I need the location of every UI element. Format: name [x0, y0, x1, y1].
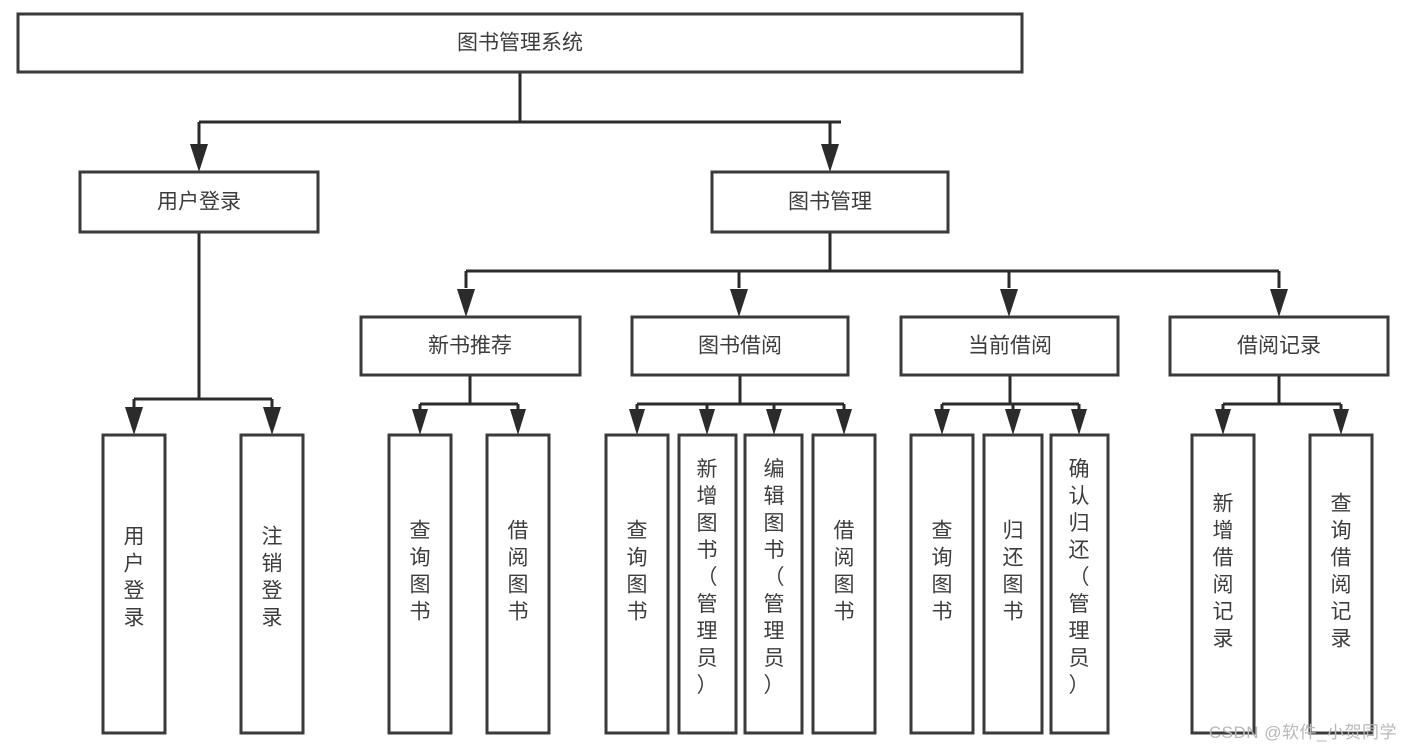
node-leaf-current-return-book-box[interactable] — [982, 433, 1044, 735]
arrow-head-user-login — [190, 144, 208, 172]
node-leaf-borrow-query-book-box[interactable] — [604, 433, 670, 735]
arrow-head-current-query-book — [934, 409, 950, 435]
node-leaf-current-confirm-return-box[interactable] — [1049, 433, 1110, 735]
node-leaf-current-confirm-return-label: 确认归还（管理员） — [1069, 458, 1090, 697]
node-book-borrow-box[interactable] — [630, 315, 850, 377]
node-leaf-borrow-borrow-book-label: 借阅图书 — [834, 520, 855, 624]
node-leaf-record-query[interactable]: 查询借阅记录 — [1308, 433, 1374, 735]
node-new-book-recommend-label: 新书推荐 — [428, 335, 512, 358]
node-leaf-record-query-label: 查询借阅记录 — [1331, 493, 1352, 651]
node-leaf-recommend-borrow-book-label: 借阅图书 — [508, 520, 529, 624]
node-leaf-user-login-box[interactable] — [101, 433, 167, 735]
node-leaf-borrow-edit-book-box[interactable] — [743, 433, 804, 735]
node-leaf-borrow-query-book-label: 查询图书 — [627, 520, 648, 624]
node-leaf-borrow-add-book-label: 新增图书（管理员） — [697, 458, 718, 697]
node-leaf-borrow-query-book[interactable]: 查询图书 — [604, 433, 670, 735]
node-leaf-recommend-query-book-label: 查询图书 — [410, 520, 431, 624]
node-book-management-label: 图书管理 — [788, 191, 872, 214]
node-leaf-current-query-book-label: 查询图书 — [932, 520, 953, 624]
node-leaf-borrow-borrow-book[interactable]: 借阅图书 — [811, 433, 877, 735]
arrow-head-borrow-edit-book — [766, 409, 782, 435]
node-leaf-record-add-label: 新增借阅记录 — [1213, 493, 1234, 651]
arrow-head-borrow-query-book — [629, 409, 645, 435]
csdn-watermark: CSDN @软件_小贺同学 — [1208, 723, 1397, 742]
node-leaf-record-add-box[interactable] — [1190, 433, 1256, 735]
node-current-borrow-label: 当前借阅 — [968, 335, 1052, 358]
node-current-borrow[interactable]: 当前借阅 — [899, 315, 1120, 377]
leaf-node-layer: 用户登录 注销登录 查询图书 借阅图书 查询图书 新增图书（管理员） — [101, 433, 1374, 735]
arrow-head-leaf-user-login — [125, 407, 143, 435]
node-book-management[interactable]: 图书管理 — [710, 170, 950, 234]
node-leaf-current-return-book-label: 归还图书 — [1003, 520, 1024, 624]
node-book-management-box[interactable] — [710, 170, 950, 234]
node-leaf-user-login-label: 用户登录 — [124, 526, 145, 630]
arrow-head-current-return-book — [1005, 409, 1021, 435]
node-borrow-record-label: 借阅记录 — [1237, 335, 1321, 358]
node-root-label: 图书管理系统 — [457, 32, 583, 55]
arrow-head-leaf-user-logout — [263, 407, 281, 435]
node-user-login-label: 用户登录 — [157, 191, 241, 214]
node-book-borrow-label: 图书借阅 — [698, 335, 782, 358]
node-leaf-user-logout[interactable]: 注销登录 — [239, 433, 305, 735]
node-leaf-current-confirm-return[interactable]: 确认归还（管理员） — [1049, 433, 1110, 735]
node-leaf-borrow-add-book[interactable]: 新增图书（管理员） — [677, 433, 738, 735]
node-leaf-current-query-book[interactable]: 查询图书 — [909, 433, 975, 735]
arrow-head-recommend-borrow-book — [510, 409, 526, 435]
arrow-head-borrow-record — [1270, 289, 1288, 317]
arrow-head-recommend-query-book — [412, 409, 428, 435]
node-leaf-user-login[interactable]: 用户登录 — [101, 433, 167, 735]
arrow-head-book-management — [821, 144, 839, 172]
node-leaf-borrow-borrow-book-box[interactable] — [811, 433, 877, 735]
node-leaf-borrow-add-book-box[interactable] — [677, 433, 738, 735]
arrow-head-borrow-borrow-book — [836, 409, 852, 435]
node-leaf-record-query-box[interactable] — [1308, 433, 1374, 735]
arrow-head-record-query — [1333, 409, 1349, 435]
node-leaf-user-logout-label: 注销登录 — [262, 526, 283, 630]
node-book-borrow[interactable]: 图书借阅 — [630, 315, 850, 377]
node-root[interactable]: 图书管理系统 — [16, 12, 1024, 74]
node-leaf-current-query-book-box[interactable] — [909, 433, 975, 735]
arrow-head-record-add — [1215, 409, 1231, 435]
node-leaf-recommend-query-book[interactable]: 查询图书 — [387, 433, 453, 735]
node-leaf-recommend-borrow-book-box[interactable] — [485, 433, 551, 735]
node-borrow-record-box[interactable] — [1168, 315, 1390, 377]
arrow-head-current-confirm-return — [1071, 409, 1087, 435]
node-borrow-record[interactable]: 借阅记录 — [1168, 315, 1390, 377]
connector-layer — [125, 72, 1349, 435]
node-leaf-borrow-edit-book-label: 编辑图书（管理员） — [764, 458, 785, 697]
node-leaf-recommend-query-book-box[interactable] — [387, 433, 453, 735]
node-user-login[interactable]: 用户登录 — [78, 170, 320, 234]
node-leaf-borrow-edit-book[interactable]: 编辑图书（管理员） — [743, 433, 804, 735]
arrow-head-book-borrow — [730, 289, 748, 317]
arrow-head-new-book-recommend — [457, 289, 475, 317]
node-new-book-recommend[interactable]: 新书推荐 — [359, 315, 582, 377]
node-leaf-record-add[interactable]: 新增借阅记录 — [1190, 433, 1256, 735]
node-current-borrow-box[interactable] — [899, 315, 1120, 377]
arrow-head-borrow-add-book — [699, 409, 715, 435]
node-user-login-box[interactable] — [78, 170, 320, 234]
node-new-book-recommend-box[interactable] — [359, 315, 582, 377]
node-leaf-current-return-book[interactable]: 归还图书 — [982, 433, 1044, 735]
node-leaf-recommend-borrow-book[interactable]: 借阅图书 — [485, 433, 551, 735]
node-leaf-user-logout-box[interactable] — [239, 433, 305, 735]
arrow-head-current-borrow — [1000, 289, 1018, 317]
node-root-box[interactable] — [16, 12, 1024, 74]
